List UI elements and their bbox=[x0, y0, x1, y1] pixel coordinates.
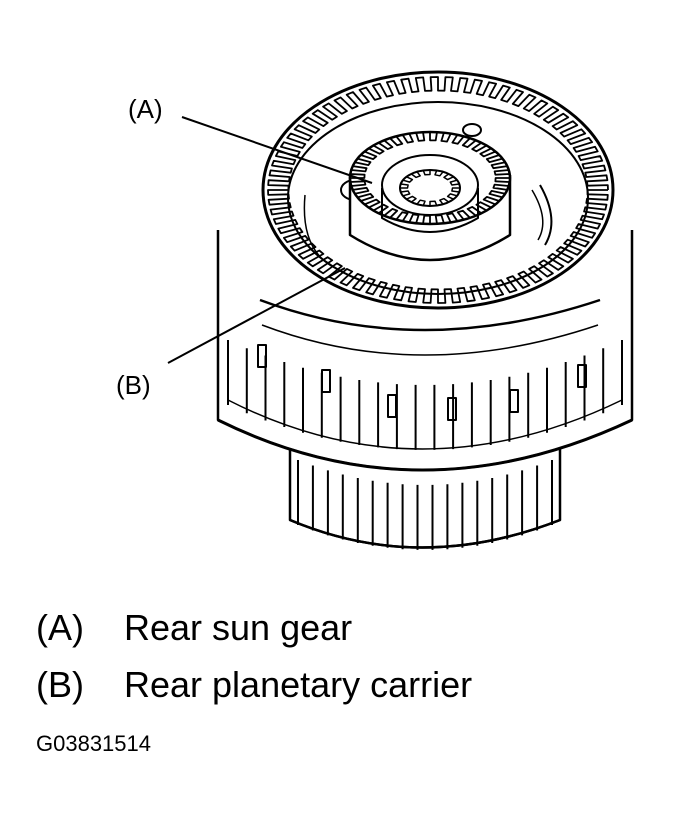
callout-b-label: (B) bbox=[116, 370, 151, 400]
callout-b-leader bbox=[167, 267, 346, 364]
figure-code: G03831514 bbox=[36, 731, 151, 756]
drum-slot bbox=[447, 397, 457, 421]
drum-slot bbox=[577, 364, 587, 388]
callout-a-leader bbox=[181, 116, 373, 184]
rear-sun-gear bbox=[348, 130, 512, 262]
legend-key: (B) bbox=[36, 664, 84, 705]
callout-a-label: (A) bbox=[128, 94, 163, 124]
drum-slot bbox=[257, 344, 267, 368]
drum-slot bbox=[321, 369, 331, 393]
drum-slot bbox=[387, 394, 397, 418]
legend-row-a: (A) Rear sun gear bbox=[36, 610, 352, 646]
bottom-spline-hub bbox=[288, 440, 562, 550]
legend-row-b: (B) Rear planetary carrier bbox=[36, 667, 472, 703]
drum-slot bbox=[509, 389, 519, 413]
legend-key: (A) bbox=[36, 607, 84, 648]
legend-label: Rear sun gear bbox=[124, 607, 353, 648]
legend-label: Rear planetary carrier bbox=[124, 664, 473, 705]
